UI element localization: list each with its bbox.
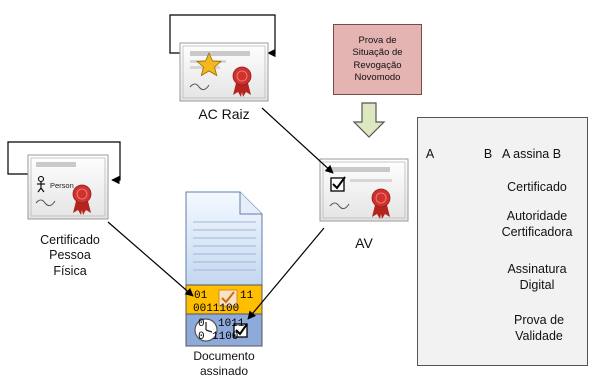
legend-arrow-from: A (425, 147, 435, 161)
signed-document-label-line1: Documento (193, 349, 255, 363)
legend-signature-label: Assinatura Digital (490, 261, 584, 294)
clock-icon (194, 318, 218, 342)
person-self-sign-loop (7, 141, 121, 185)
seal-icon (232, 66, 252, 97)
validity-block (185, 313, 263, 347)
revocation-line3: Revogação (353, 59, 402, 71)
signed-document-label: Documento assinado (176, 349, 272, 379)
va-label: AV (355, 235, 373, 251)
arrow-va-to-validity (247, 227, 325, 320)
legend-validity-line2: Validade (515, 329, 563, 344)
star-icon (195, 52, 223, 77)
legend-signature-line1: Assinatura (507, 262, 567, 276)
legend-authority-label: Autoridade Certificadora (490, 208, 584, 241)
revocation-line1: Prova de (358, 34, 397, 46)
hollow-down-arrow (352, 102, 386, 138)
arrow-person-to-signature (107, 221, 194, 297)
signature-bits-line1-b: 11 (240, 290, 254, 302)
validity-bits-line2-b: 1100 (212, 331, 238, 343)
person-certificate-label: Certificado Pessoa Física (20, 233, 120, 279)
legend-authority-line2: Certificadora (501, 225, 573, 240)
person-tag: Person (50, 181, 74, 190)
legend-arrow-text: A assina B (502, 147, 562, 161)
legend-validity-line1: Prova de (513, 313, 565, 327)
signature-block (185, 284, 263, 315)
signing-arrows (107, 107, 334, 320)
legend-certificate-label: Certificado (507, 180, 567, 194)
validity-checkbox-icon (233, 323, 248, 338)
legend-authority-line1: Autoridade (506, 209, 568, 223)
legend-validity-label: Prova de Validade (494, 312, 584, 345)
root-ca-label: AC Raiz (198, 106, 250, 122)
seal-icon (371, 188, 391, 219)
signature-bits-line2: 0011100 (193, 303, 239, 315)
person-certificate-icon (27, 154, 109, 220)
signature-bits-line1-a: 01 (194, 290, 208, 302)
legend-panel (417, 117, 588, 366)
validity-bits-line2-a: 0 (198, 331, 205, 343)
person-icon (37, 175, 45, 193)
signed-document-label-line2: assinado (199, 364, 249, 378)
va-certificate-icon (319, 158, 409, 222)
seal-icon (72, 184, 92, 215)
root-self-sign-loop (169, 14, 276, 58)
person-certificate-label-line1: Certificado (40, 233, 100, 247)
person-certificate-label-line2: Pessoa (49, 248, 91, 263)
arrow-root-to-va (261, 107, 334, 174)
legend-signature-line2: Digital (519, 278, 555, 293)
validity-bits-line1-a: 0 (198, 318, 205, 330)
legend-arrow-to: B (483, 147, 493, 161)
root-ca-certificate-icon (179, 42, 269, 102)
revocation-proof-box: Prova de Situação de Revogação Novomodo (333, 24, 422, 95)
person-certificate-label-line3: Física (53, 263, 87, 278)
revocation-line2: Situação de (352, 47, 403, 59)
document-page-icon (185, 191, 263, 301)
signature-check-icon (218, 289, 238, 307)
validity-bits-line1-b: 1011 (218, 318, 245, 330)
revocation-line4: Novomodo (354, 71, 401, 83)
checkbox-icon (330, 176, 346, 192)
